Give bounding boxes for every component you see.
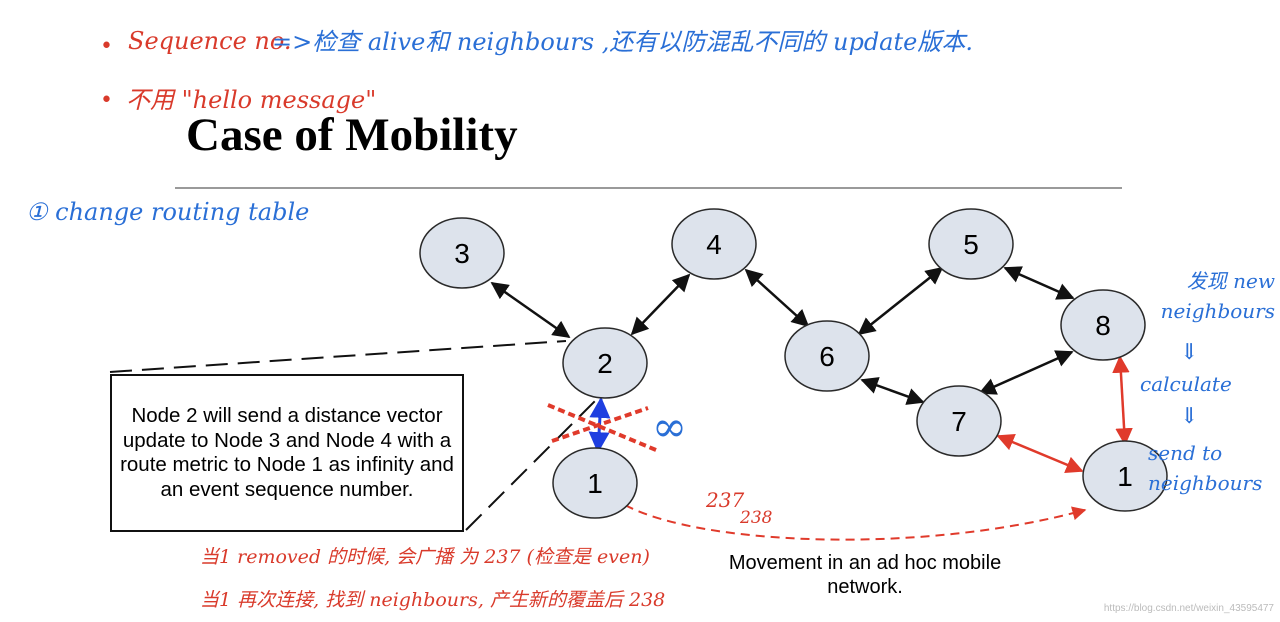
node-3-label: 3 [454, 238, 470, 269]
link-6-7 [860, 377, 925, 405]
cross-mark-b [551, 406, 649, 443]
node-1-new-label: 1 [1117, 461, 1133, 492]
link-3-2 [490, 281, 571, 339]
node-7: 7 [916, 385, 1002, 457]
node-5: 5 [928, 208, 1014, 280]
node-1-old-label: 1 [587, 468, 603, 499]
link-2-4 [630, 273, 691, 336]
node-8-label: 8 [1095, 310, 1111, 341]
node-6: 6 [784, 320, 870, 392]
bullet-2: • [100, 88, 113, 113]
cross-mark-a [547, 403, 657, 452]
node-8: 8 [1060, 289, 1146, 361]
title-divider [175, 187, 1122, 189]
watermark: https://blog.csdn.net/weixin_43595477 [1103, 603, 1274, 614]
link-4-6 [744, 268, 810, 328]
callout-pointer-upper [109, 340, 567, 373]
link-5-8 [1003, 266, 1075, 300]
note-discover: 发现 new neighbours [1160, 269, 1275, 323]
node-4-label: 4 [706, 229, 722, 260]
annotation-no-hello: 不用 "hello message" [126, 86, 377, 114]
note-send: send to neighbours [1148, 441, 1263, 495]
node-5-label: 5 [963, 229, 979, 260]
node-4: 4 [671, 208, 757, 280]
link-8-1-new [1112, 355, 1133, 446]
node-1-old: 1 [552, 447, 638, 519]
node-2-label: 2 [597, 348, 613, 379]
annotation-change-routing: ① change routing table [26, 198, 310, 226]
link-6-5 [857, 266, 944, 336]
seq-old-annotation: 237 [706, 488, 745, 512]
node-2: 2 [562, 327, 648, 399]
figure-caption: Movement in an ad hoc mobile network. [728, 552, 1002, 598]
note-reconnected: 当1 再次连接, 找到 neighbours, 产生新的覆盖后 238 [200, 589, 666, 611]
bullet-1: • [100, 34, 113, 59]
movement-path [624, 504, 1087, 541]
callout-box: Node 2 will send a distance vector updat… [110, 374, 464, 532]
annotation-sequence-purpose: =>检查 alive和 neighbours ,还有以防混乱不同的 update… [272, 28, 973, 56]
link-7-8 [978, 350, 1074, 395]
link-7-1-new [996, 433, 1084, 474]
annotation-sequence-no: Sequence no. [128, 27, 292, 55]
slide-title: Case of Mobility [186, 109, 518, 161]
infinity-annotation: ∞ [652, 402, 687, 451]
callout-text: Node 2 will send a distance vector updat… [120, 404, 454, 501]
seq-new-annotation: 238 [740, 508, 773, 528]
note-arrow-2: ⇓ [1180, 404, 1199, 429]
node-3: 3 [419, 217, 505, 289]
node-7-label: 7 [951, 406, 967, 437]
note-calculate: calculate [1140, 372, 1232, 396]
node-6-label: 6 [819, 341, 835, 372]
node-1-new: 1 [1082, 440, 1168, 512]
note-removed: 当1 removed 的时候, 会广播 为 237 (检查是 even) [200, 546, 650, 568]
note-arrow-1: ⇓ [1180, 340, 1199, 365]
